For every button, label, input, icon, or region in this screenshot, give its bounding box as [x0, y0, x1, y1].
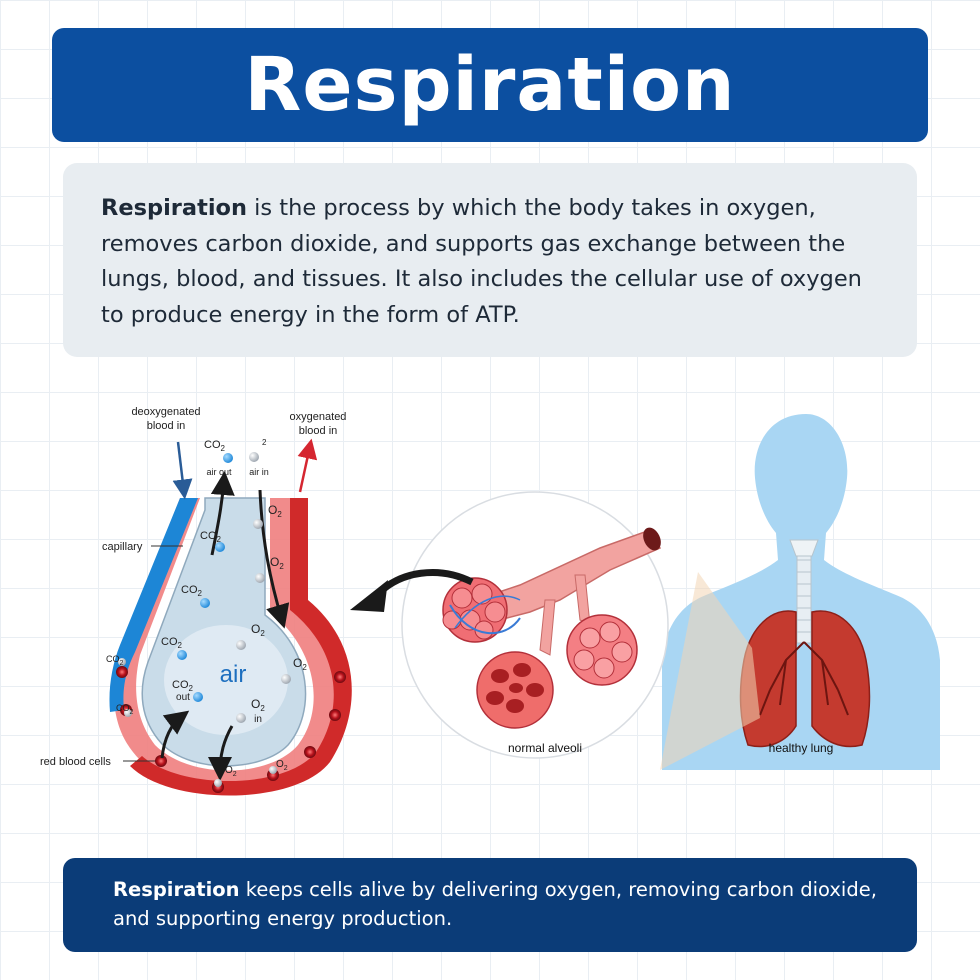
- o2-label: 2: [262, 438, 267, 447]
- air-in-label: air in: [249, 467, 269, 477]
- deoxygenated-label-1: deoxygenated: [131, 406, 200, 418]
- co2-label: CO2: [172, 679, 194, 693]
- zoom-arrow: [350, 569, 474, 612]
- out-label: out: [176, 692, 190, 703]
- red-blood-cells-label: red blood cells: [40, 756, 111, 768]
- o2-label: O2: [268, 503, 282, 519]
- alveolus-cross-section: air deoxygenated blood: [40, 406, 352, 796]
- zoom-beam: [660, 572, 760, 770]
- co2-label: CO2: [161, 636, 183, 650]
- healthy-lung-label: healthy lung: [769, 741, 834, 755]
- capillary-label: capillary: [102, 541, 143, 553]
- definition-box: Respiration is the process by which the …: [63, 163, 917, 357]
- oxygenated-label-2: blood in: [299, 425, 338, 437]
- right-lung: [811, 610, 871, 748]
- deoxygenated-label-2: blood in: [147, 420, 186, 432]
- o2-label: O2: [293, 656, 307, 672]
- summary-text: keeps cells alive by delivering oxygen, …: [113, 878, 877, 930]
- summary-box: Respiration keeps cells alive by deliver…: [63, 858, 917, 952]
- alveoli-circle: normal alveoli: [401, 491, 669, 759]
- air-out-label: air out: [206, 467, 232, 477]
- definition-text: is the process by which the body takes i…: [101, 195, 862, 328]
- summary-term: Respiration: [113, 878, 240, 901]
- trachea: [789, 539, 819, 644]
- air-label: air: [220, 661, 247, 688]
- o2-label: O2: [270, 555, 284, 571]
- o2-label: O2: [225, 765, 237, 778]
- co2-label: CO2: [200, 530, 222, 544]
- page-title: Respiration: [244, 42, 736, 128]
- co2-label: CO2: [116, 703, 134, 716]
- oxygenated-label-1: oxygenated: [290, 411, 347, 423]
- alveolus-cluster-right: [566, 614, 638, 686]
- co2-label: CO2: [204, 439, 226, 453]
- co2-label: CO2: [106, 654, 124, 667]
- respiration-diagram: healthy lung: [40, 406, 940, 796]
- co2-label: CO2: [181, 584, 203, 598]
- normal-alveoli-label: normal alveoli: [508, 741, 582, 755]
- title-banner: Respiration: [52, 28, 928, 142]
- definition-term: Respiration: [101, 195, 248, 221]
- bronchi: [759, 641, 849, 716]
- o2-label: O2: [251, 697, 265, 713]
- alveolus-cluster-bottom: [476, 651, 554, 729]
- in-label: in: [254, 714, 262, 725]
- o2-label: O2: [276, 759, 288, 772]
- alveolus-cluster-top: [442, 577, 521, 643]
- o2-label: O2: [251, 622, 265, 638]
